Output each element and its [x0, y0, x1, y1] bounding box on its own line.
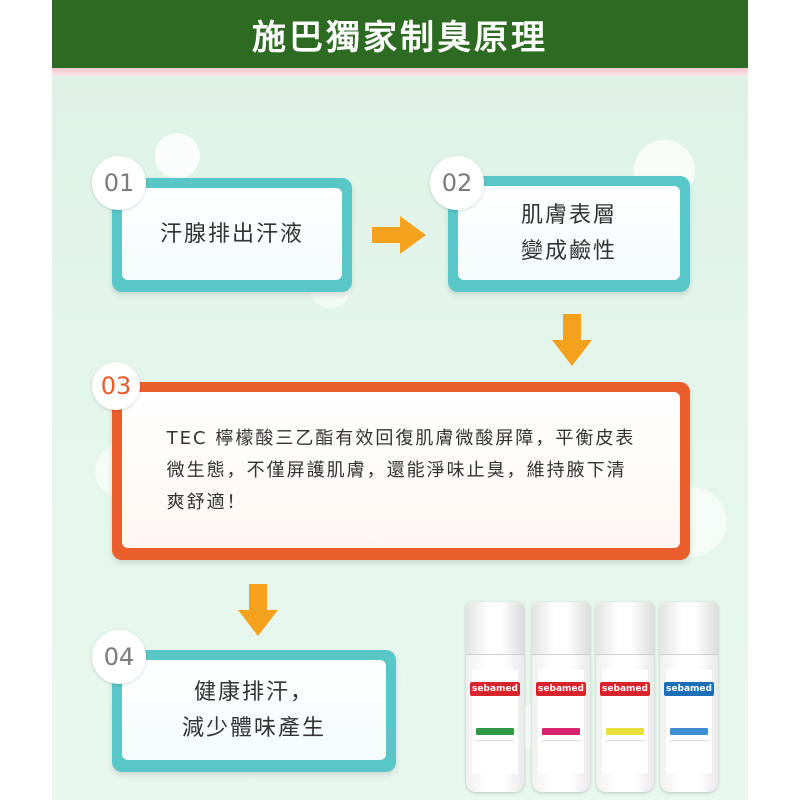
step-03-number: 03	[92, 362, 140, 410]
brand-logo: sebamed	[600, 682, 650, 696]
page-title: 施巴獨家制臭原理	[252, 17, 548, 58]
step-02-number: 02	[430, 156, 484, 210]
step-01-line: 汗腺排出汗液	[159, 222, 304, 247]
step-01-box: 汗腺排出汗液	[112, 178, 352, 292]
step-02-box: 肌膚表層 變成鹼性	[448, 176, 690, 292]
step-04-line-2: 減少體味產生	[181, 716, 326, 741]
step-03-line-2: 微生態，不僅屏護肌膚，還能淨味止臭，維持腋下清	[166, 460, 627, 481]
brand-logo: sebamed	[664, 682, 714, 696]
product-band	[670, 728, 708, 735]
product-lineup: sebamed sebamed sebamed sebamed	[462, 602, 732, 800]
arrow-down-icon	[552, 314, 592, 366]
product-band	[606, 728, 644, 735]
step-01-text: 汗腺排出汗液	[160, 217, 304, 253]
product-band	[476, 728, 514, 735]
step-04-line-1: 健康排汗，	[193, 680, 314, 705]
step-04-number: 04	[92, 630, 146, 684]
step-04-text: 健康排汗， 減少體味產生	[182, 675, 326, 747]
brand-logo: sebamed	[536, 682, 586, 696]
brand-logo: sebamed	[470, 682, 520, 696]
step-03-box: TEC 檸檬酸三乙酯有效回復肌膚微酸屏障，平衡皮表 微生態，不僅屏護肌膚，還能淨…	[112, 382, 690, 560]
product-band	[542, 728, 580, 735]
product-bottle: sebamed	[660, 602, 718, 792]
header-banner: 施巴獨家制臭原理	[52, 0, 748, 68]
step-03-line-3: 爽舒適！	[166, 492, 247, 513]
step-02-line-1: 肌膚表層	[520, 203, 617, 228]
step-03-text: TEC 檸檬酸三乙酯有效回復肌膚微酸屏障，平衡皮表 微生態，不僅屏護肌膚，還能淨…	[125, 423, 678, 519]
step-01-number: 01	[92, 156, 146, 210]
step-02-line-2: 變成鹼性	[520, 239, 617, 264]
product-bottle: sebamed	[466, 602, 524, 792]
arrow-right-icon	[372, 216, 426, 254]
step-04-box: 健康排汗， 減少體味產生	[112, 650, 396, 772]
product-bottle: sebamed	[596, 602, 654, 792]
product-bottle: sebamed	[532, 602, 590, 792]
header-stripe	[52, 68, 748, 76]
step-03-line-1: TEC 檸檬酸三乙酯有效回復肌膚微酸屏障，平衡皮表	[166, 428, 636, 449]
step-02-text: 肌膚表層 變成鹼性	[521, 198, 617, 270]
arrow-down-icon	[238, 584, 278, 636]
